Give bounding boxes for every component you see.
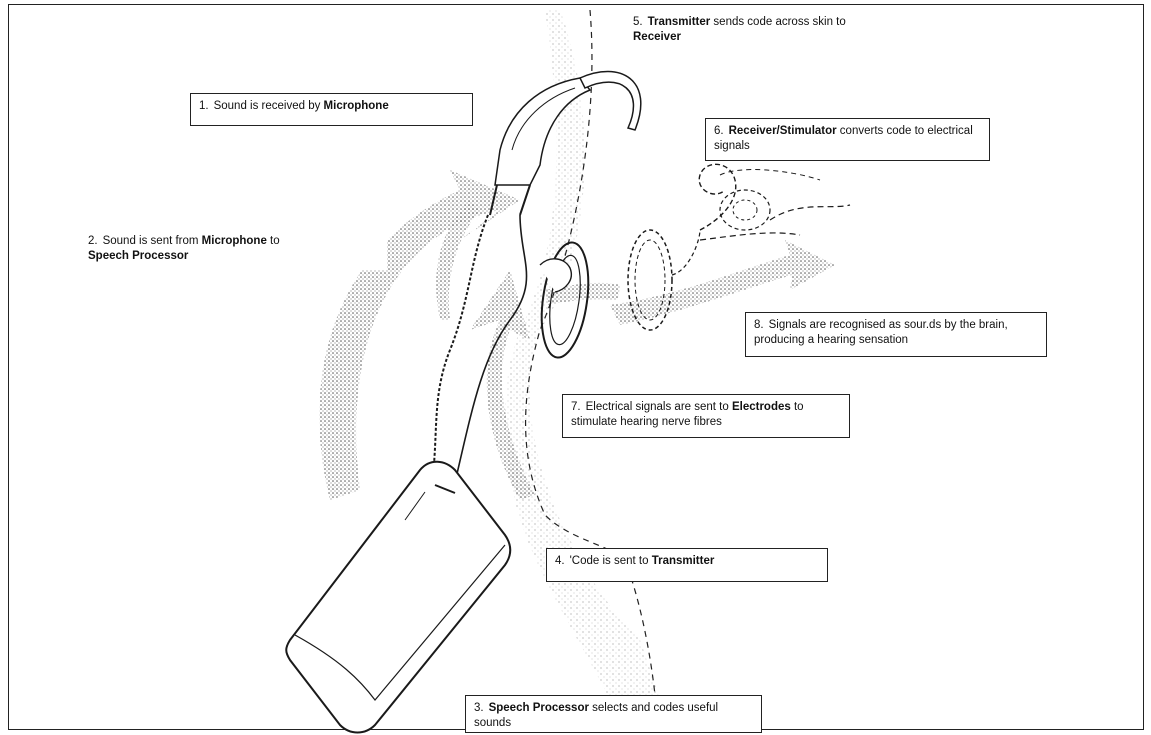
- step-5-label: 5.Transmitter sends code across skin to …: [625, 10, 923, 52]
- cochlea-spiral: [699, 164, 736, 230]
- step-8-label: 8.Signals are recognised as sour.ds by t…: [745, 312, 1047, 357]
- arrow-sound-left: [319, 170, 520, 500]
- step-1-label: 1.Sound is received by Microphone: [190, 93, 473, 126]
- speech-processor: [286, 462, 510, 733]
- step-7-label: 7.Electrical signals are sent to Electro…: [562, 394, 850, 438]
- step-6-label: 6.Receiver/Stimulator converts code to e…: [705, 118, 990, 161]
- step-3-label: 3.Speech Processor selects and codes use…: [465, 695, 762, 733]
- step-2-label: 2.Sound is sent from Microphone to Speec…: [80, 229, 387, 270]
- microphone-cable: [430, 215, 488, 495]
- hearing-nerve: [700, 205, 850, 240]
- step-4-label: 4.'Code is sent to Transmitter: [546, 548, 828, 582]
